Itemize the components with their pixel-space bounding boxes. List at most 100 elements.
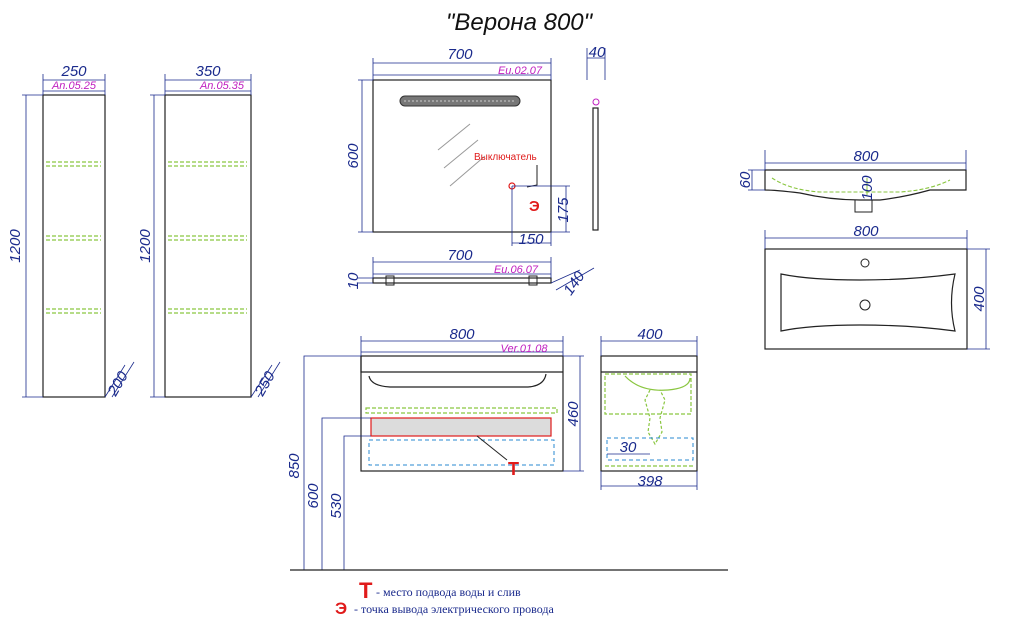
water-pointer: [476, 435, 508, 461]
cabinet-large-code: An.05.35: [199, 80, 245, 92]
mirror-glare: [437, 123, 486, 187]
cabinet-large-width: 350: [195, 63, 221, 80]
mirror-socket-height: 175: [555, 197, 572, 223]
cabinet-large-height-line: [150, 94, 165, 398]
cabinet-small-shelves: [46, 161, 101, 314]
cabinet-small-depth: 200: [104, 368, 132, 400]
vanity-drawer-shelf: [365, 407, 558, 414]
basin-side-height-line: [748, 169, 765, 191]
vanity-code: Ver.01.08: [501, 343, 549, 355]
mirror-socket-offset: 150: [518, 231, 544, 248]
vanity-level-530: 530: [328, 493, 345, 519]
cabinet-large-depth-line: [250, 361, 281, 398]
basin-side-width: 800: [853, 148, 879, 165]
mirror-side-outline: [592, 107, 599, 231]
basin-drain-hole: [859, 299, 871, 311]
vanity-side-inner-line: [600, 471, 698, 490]
basin-side-height: 60: [737, 171, 754, 188]
basin-side-inner: 100: [859, 175, 876, 201]
vanity-width-line: [360, 336, 564, 356]
basin-top-outline: [764, 248, 968, 350]
mount-850-line: [303, 355, 361, 570]
basin-side-view: 100 800 60: [737, 148, 967, 213]
basin-side-outline: [764, 169, 967, 201]
tall-cabinet-large: 350 An.05.35 1200 250: [137, 63, 281, 400]
legend-electric-symbol: Э: [335, 599, 347, 618]
shelf-view: 700 Eu.06.07 10 140: [345, 247, 595, 299]
vanity-water-marker: T: [508, 459, 519, 479]
vanity-basin-top: [360, 356, 563, 373]
mirror-depth: 40: [589, 44, 606, 61]
basin-top-view: 800 400: [764, 223, 990, 350]
shelf-bracket-left: [385, 275, 395, 286]
cabinet-large-height: 1200: [137, 229, 154, 263]
vanity-mount-height: 850: [286, 453, 303, 479]
vanity-side-bowl: [624, 375, 691, 391]
basin-tap-hole: [860, 258, 870, 268]
basin-top-width-line: [764, 230, 968, 249]
basin-top-depth: 400: [971, 286, 988, 312]
vanity-service-zone: [370, 417, 552, 437]
vanity-front-view: T 800 Ver.01.08 460 850 600 530: [286, 326, 728, 571]
cabinet-small-width: 250: [60, 63, 87, 80]
vanity-side-drawer: [606, 437, 694, 461]
mirror-width-line: [372, 58, 552, 80]
socket-dimension-lines: [511, 185, 570, 246]
mount-530-line: [343, 435, 371, 570]
vanity-side-depth-line: [600, 336, 698, 356]
mirror-height: 600: [345, 143, 362, 169]
vanity-side-inner: [604, 373, 692, 415]
vanity-drawer-hidden: [368, 439, 555, 466]
vanity-side-view: 400 398 30: [600, 326, 698, 490]
cabinet-small-depth-line: [104, 361, 135, 398]
shelf-height-line: [358, 277, 373, 284]
mirror-width: 700: [447, 46, 473, 63]
basin-top-depth-line: [967, 248, 990, 350]
mirror-view: 700 Eu.02.07 600 Выключатель Э 175 150 4…: [345, 44, 606, 248]
legend-water-text: - место подвода воды и слив: [376, 585, 521, 599]
shelf-width: 700: [447, 247, 473, 264]
vanity-side-depth: 400: [637, 326, 663, 343]
mirror-depth-line: [586, 48, 606, 80]
cabinet-large-depth: 250: [251, 368, 279, 400]
cabinet-small-outline: [42, 94, 106, 398]
shelf-code: Eu.06.07: [494, 264, 539, 276]
vanity-basin-bowl: [368, 373, 547, 388]
legend: T - место подвода воды и слив Э - точка …: [335, 578, 555, 618]
cabinet-large-outline: [164, 94, 252, 398]
shelf-outline: [372, 277, 552, 284]
cabinet-small-height-line: [22, 94, 43, 398]
cabinet-small-height: 1200: [7, 229, 24, 263]
shelf-depth-line: [550, 267, 595, 291]
mirror-socket-marker: Э: [529, 198, 540, 215]
basin-top-bowl: [780, 273, 956, 332]
vanity-height-line: [563, 355, 584, 472]
vanity-outline: [360, 355, 564, 472]
vanity-side-siphon: [644, 389, 666, 446]
vanity-side-inner-depth: 398: [637, 473, 663, 490]
cabinet-small-code: An.05.25: [51, 80, 97, 92]
mirror-height-line: [358, 79, 373, 233]
mount-600-line: [321, 417, 371, 570]
shelf-bracket-right: [528, 275, 538, 286]
drawing-title: "Верона 800": [446, 9, 594, 36]
legend-electric-text: - точка вывода электрического провода: [354, 602, 555, 616]
basin-side-bowl: [771, 177, 951, 193]
vanity-width: 800: [449, 326, 475, 343]
mirror-outline: [372, 79, 552, 233]
tall-cabinet-small: 250 An.05.25 1200 200: [7, 63, 135, 400]
shelf-height: 10: [345, 272, 362, 289]
cabinet-large-width-line: [164, 74, 252, 95]
mirror-code: Eu.02.07: [498, 65, 543, 77]
shelf-width-line: [372, 257, 552, 278]
vanity-height: 460: [565, 401, 582, 427]
cabinet-small-width-line: [42, 74, 106, 95]
vanity-side-offset: 30: [620, 439, 637, 456]
basin-side-width-line: [764, 150, 967, 170]
cabinet-large-shelves: [168, 161, 247, 314]
mirror-switch-label: Выключатель: [474, 152, 537, 163]
basin-top-width: 800: [853, 223, 879, 240]
vanity-level-600: 600: [305, 483, 322, 509]
switch-pointer: [526, 165, 538, 188]
